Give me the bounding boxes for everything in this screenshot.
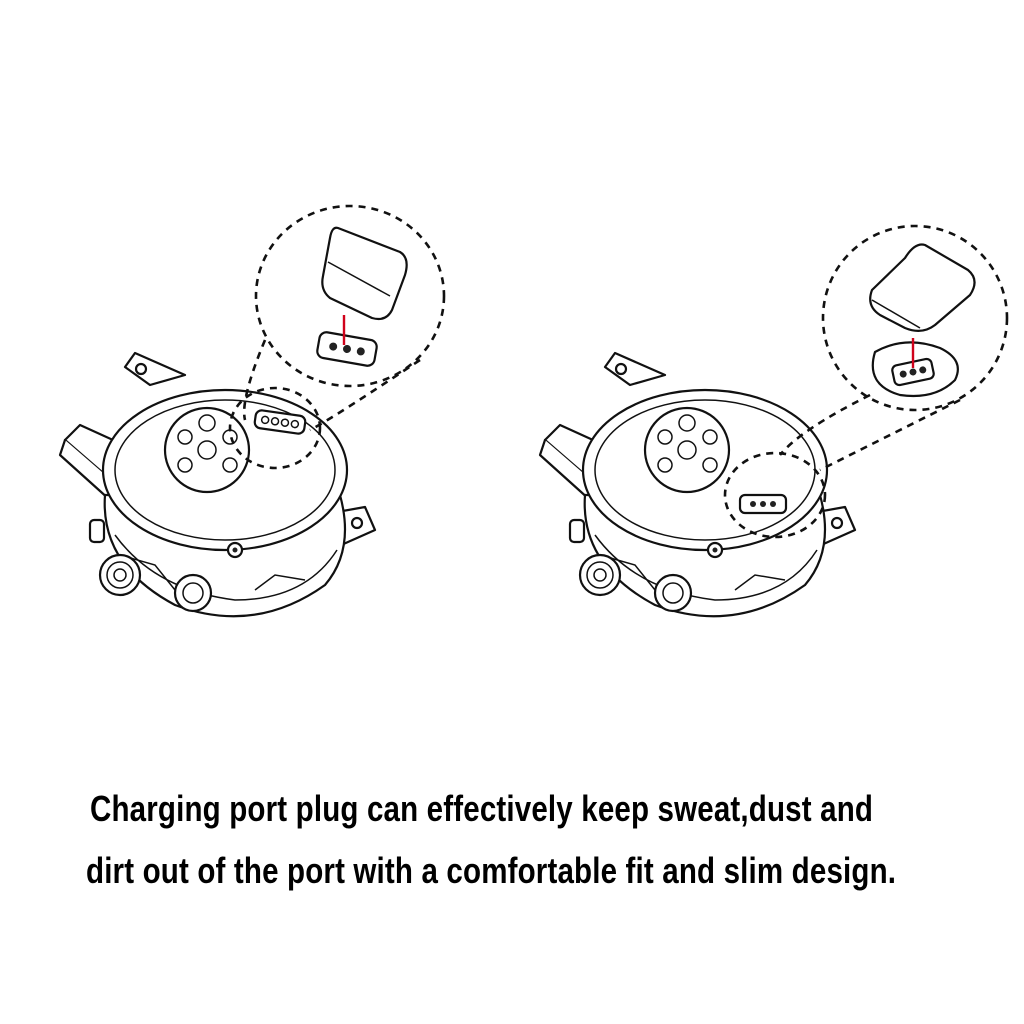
- port-plug-icon: [321, 226, 408, 321]
- caption-line-2: dirt out of the port with a comfortable …: [86, 850, 897, 891]
- charging-port-icon: [316, 331, 378, 367]
- illustration-area: [58, 204, 1009, 618]
- smartwatch-icon: [58, 351, 377, 618]
- port-plug-icon: [869, 243, 976, 332]
- smartwatch-icon: [538, 351, 857, 618]
- watch-with-plug-inserted: [58, 351, 377, 618]
- magnifier-callout-right: [723, 224, 1009, 539]
- caption-line-1: Charging port plug can effectively keep …: [90, 788, 874, 829]
- plug-icon: [253, 409, 307, 435]
- charging-port-icon: [871, 341, 959, 398]
- watch-with-plug-removed: [538, 351, 857, 618]
- magnifier-callout-left: [228, 204, 446, 470]
